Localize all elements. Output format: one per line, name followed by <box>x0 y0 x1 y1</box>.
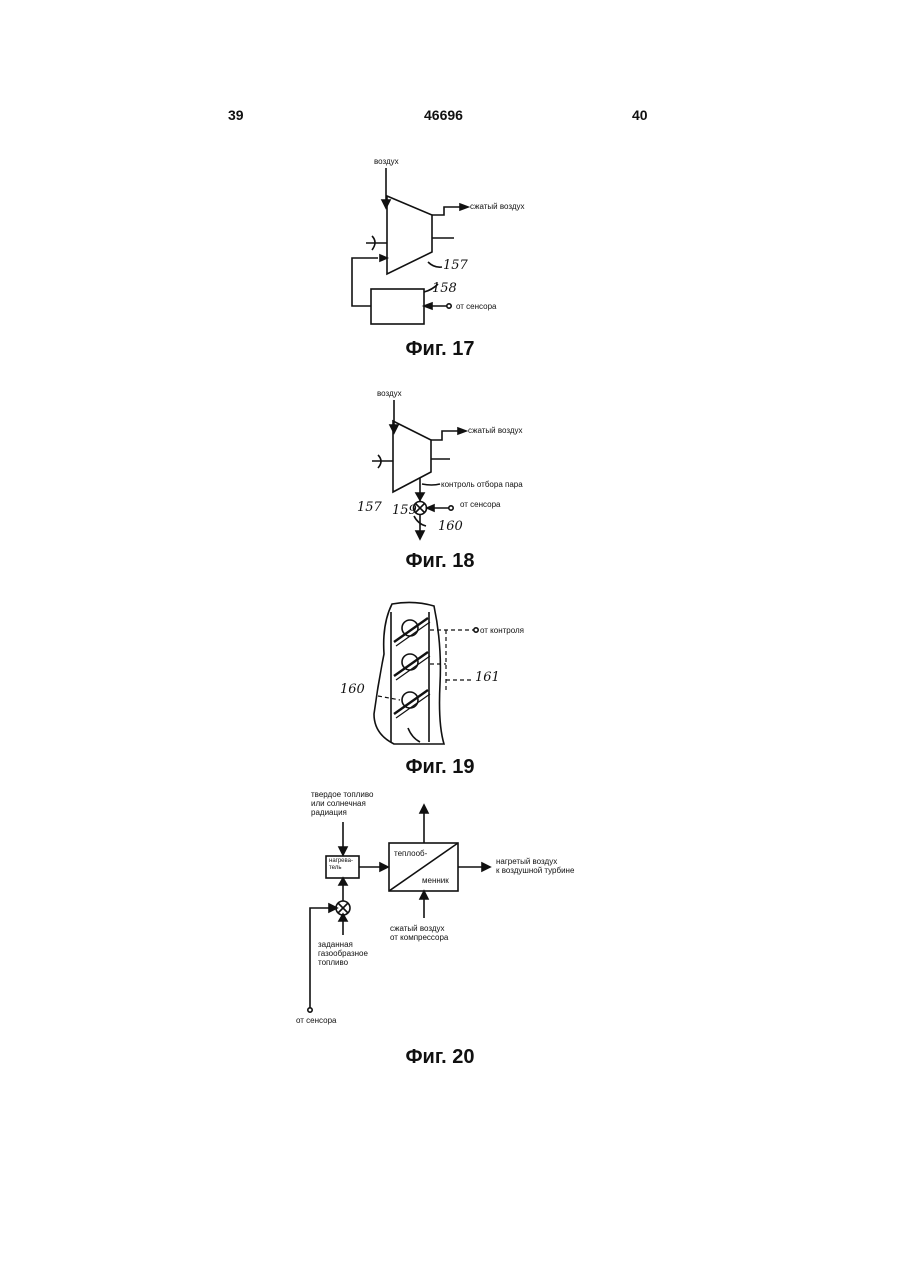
setpoint-label: заданная газообразное топливо <box>318 940 368 967</box>
heated-air-label: нагретый воздух к воздушной турбине <box>496 857 574 875</box>
compressed-air-in-label: сжатый воздух от компрессора <box>390 924 448 942</box>
exchanger-top-label: теплооб- <box>394 849 427 858</box>
fuel-source-label: твердое топливо или солнечная радиация <box>311 790 373 817</box>
exchanger-bottom-label: менник <box>422 876 449 885</box>
from-sensor-label: от сенсора <box>296 1016 336 1025</box>
heater-label: нагрева- тель <box>329 858 353 872</box>
figure-20-caption: Фиг. 20 <box>340 1046 540 1069</box>
